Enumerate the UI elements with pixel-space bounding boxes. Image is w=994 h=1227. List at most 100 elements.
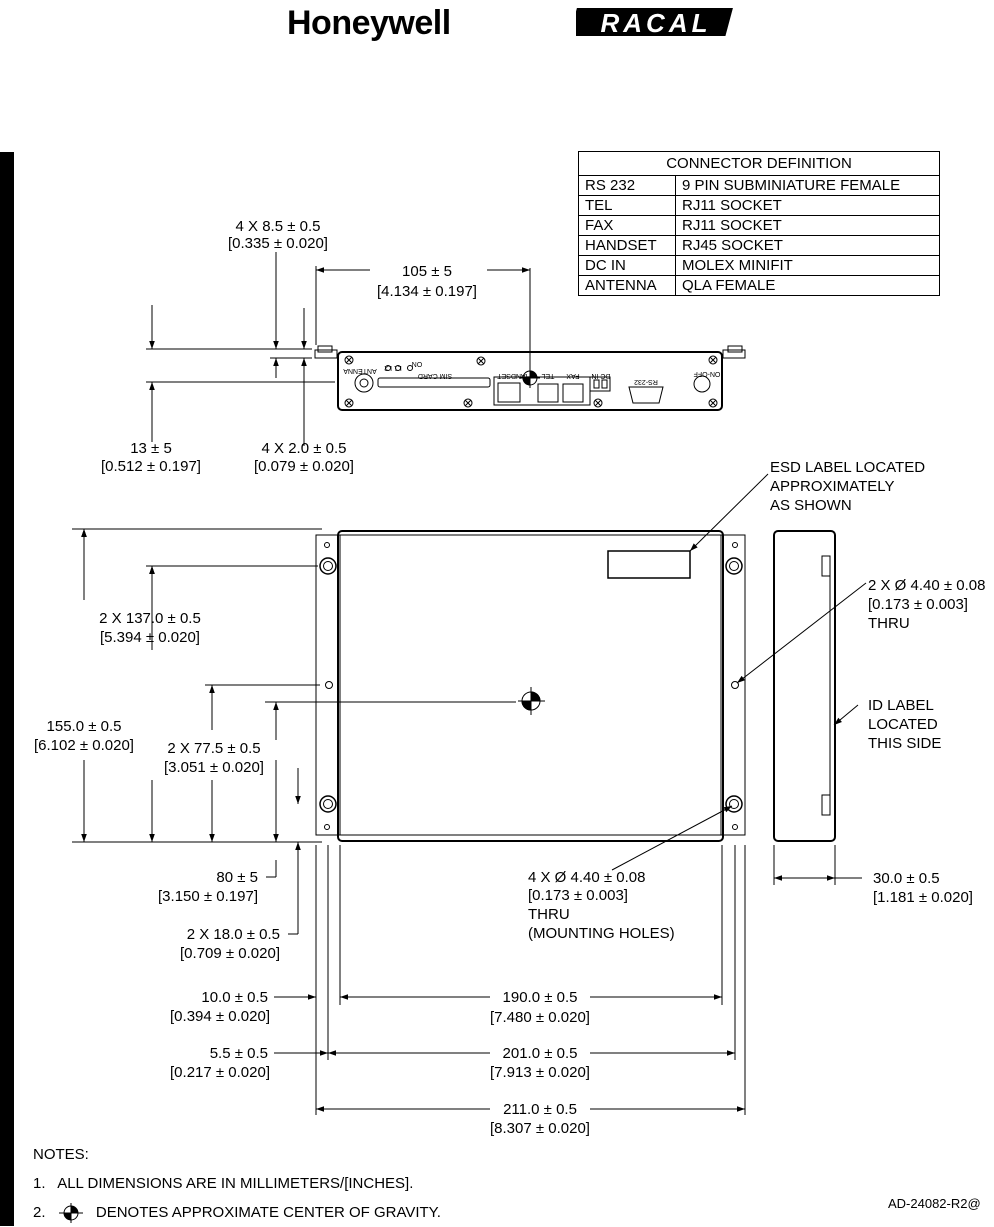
mount-hole-callout-line2: [0.173 ± 0.003] — [528, 887, 628, 904]
panel-label-rs232: RS-232 — [634, 378, 658, 385]
side-bracket-top — [821, 555, 831, 577]
esd-label-area — [607, 550, 691, 579]
dim-hole-width-in: [7.913 ± 0.020] — [490, 1064, 590, 1081]
rs232-connector — [628, 386, 664, 404]
dc-in-connector — [589, 376, 611, 392]
dim-hole-edge-in-plan: [0.709 ± 0.020] — [180, 945, 280, 962]
dim-hole-span-mm: 2 X 137.0 ± 0.5 — [99, 610, 201, 627]
id-label-line2: LOCATED — [868, 716, 938, 733]
dim-hole-width-mm: 201.0 ± 0.5 — [503, 1045, 578, 1062]
panel-label-dc-in: DC IN — [591, 372, 610, 379]
panel-label-handset: HANDSET — [497, 372, 531, 379]
tel-socket — [537, 383, 559, 403]
dim-cg-y-mm: 80 ± 5 — [216, 869, 258, 886]
racal-logo: RACAL — [569, 4, 736, 45]
connector-definition: MOLEX MINIFIT — [675, 255, 940, 276]
center-of-gravity-icon — [58, 1203, 83, 1224]
panel-label-antenna: ANTENNA — [343, 367, 377, 374]
mount-hole-callout-line4: (MOUNTING HOLES) — [528, 925, 675, 942]
note-1-text: ALL DIMENSIONS ARE IN MILLIMETERS/[INCHE… — [57, 1175, 414, 1192]
panel-label-tel: TEL — [541, 372, 554, 379]
sim-card-slot — [377, 377, 491, 388]
id-label-line3: THIS SIDE — [868, 735, 941, 752]
plan-dimension-text: 155.0 ± 0.5 [6.102 ± 0.020] 2 X 137.0 ± … — [34, 610, 973, 1137]
dim-overall-width-mm: 211.0 ± 0.5 — [503, 1101, 577, 1118]
connector-definition: RJ45 SOCKET — [675, 235, 940, 256]
side-hole-callout-line3: THRU — [868, 615, 910, 632]
dim-flange-left-in: [0.394 ± 0.020] — [170, 1008, 270, 1025]
dim-body-width-mm: 190.0 ± 0.5 — [503, 989, 578, 1006]
mount-hole-callout-line1: 4 X Ø 4.40 ± 0.08 — [528, 869, 645, 886]
left-flange-tab — [317, 345, 333, 353]
right-flange-tab — [727, 345, 743, 353]
antenna-connector — [354, 373, 374, 393]
panel-label-on-off: ON-OFF — [694, 370, 721, 377]
dim-half-height-mm: 2 X 77.5 ± 0.5 — [167, 740, 260, 757]
plan-dimension-lines — [72, 473, 867, 1115]
plan-view — [315, 530, 746, 842]
connector-definition: 9 PIN SUBMINIATURE FEMALE — [675, 175, 940, 196]
right-flange — [722, 349, 746, 359]
esd-label-line2: APPROXIMATELY — [770, 478, 894, 495]
led-l2 — [395, 365, 401, 371]
dim-antenna-height-in: [0.512 ± 0.197] — [101, 458, 201, 475]
dim-flange-in: [0.079 ± 0.020] — [254, 458, 354, 475]
page-edge-bar — [0, 152, 14, 1226]
front-dimension-lines — [146, 252, 530, 446]
side-hole-callout-line2: [0.173 ± 0.003] — [868, 596, 968, 613]
fax-socket — [562, 383, 584, 403]
note-1-number: 1. — [33, 1175, 46, 1192]
honeywell-logo: Honeywell — [287, 4, 451, 42]
panel-label-l1-l2: L1 L2 — [384, 364, 402, 371]
dim-depth-mm: 30.0 ± 0.5 — [873, 870, 940, 887]
esd-label-line1: ESD LABEL LOCATED — [770, 459, 925, 476]
dim-hole-edge-mm: 4 X 8.5 ± 0.5 — [236, 218, 321, 235]
front-dimension-text: 4 X 8.5 ± 0.5 [0.335 ± 0.020] 105 ± 5 [4… — [101, 218, 477, 475]
note-2-text: DENOTES APPROXIMATE CENTER OF GRAVITY. — [95, 1204, 441, 1221]
mounting-flange — [315, 534, 746, 836]
dim-flange-mm: 4 X 2.0 ± 0.5 — [262, 440, 347, 457]
notes-heading: NOTES: — [33, 1146, 89, 1163]
connector-definition: QLA FEMALE — [675, 275, 940, 296]
dim-height-in: [6.102 ± 0.020] — [34, 737, 134, 754]
dim-hole-left-in: [0.217 ± 0.020] — [170, 1064, 270, 1081]
mounting-holes — [319, 557, 743, 813]
racal-logo-background — [569, 8, 733, 36]
side-hole-left — [325, 681, 333, 689]
side-hole-callout-line1: 2 X Ø 4.40 ± 0.08 — [868, 577, 985, 594]
id-label-line1: ID LABEL — [868, 697, 934, 714]
led-on — [407, 365, 413, 371]
dim-hole-span-in: [5.394 ± 0.020] — [100, 629, 200, 646]
on-off-switch — [693, 375, 711, 393]
unit-body — [337, 530, 724, 842]
dim-depth-in: [1.181 ± 0.020] — [873, 889, 973, 906]
document-id: AD-24082-R2@ — [888, 1196, 981, 1211]
cg-symbol-plan — [518, 687, 545, 715]
dim-hole-left-mm: 5.5 ± 0.5 — [210, 1045, 268, 1062]
racal-logo-text: RACAL — [601, 8, 712, 38]
connector-name: ANTENNA — [578, 275, 676, 296]
side-body — [773, 530, 836, 842]
side-view — [773, 530, 836, 842]
dim-body-width-in: [7.480 ± 0.020] — [490, 1009, 590, 1026]
cg-symbol-front — [520, 268, 540, 388]
panel-label-sim-card: SIM CARD — [418, 372, 452, 379]
dim-half-height-in: [3.051 ± 0.020] — [164, 759, 264, 776]
dim-hole-edge-mm-plan: 2 X 18.0 ± 0.5 — [187, 926, 280, 943]
dim-antenna-height-mm: 13 ± 5 — [130, 440, 172, 457]
note-2: 2. DENOTES APPROXIMATE CENTER OF GRAVITY… — [33, 1198, 441, 1227]
dim-overall-width-in: [8.307 ± 0.020] — [490, 1120, 590, 1137]
handset-socket — [497, 382, 521, 403]
mount-hole-callout-line3: THRU — [528, 906, 570, 923]
dim-hole-edge-in: [0.335 ± 0.020] — [228, 235, 328, 252]
led-l1 — [385, 365, 391, 371]
dim-height-mm: 155.0 ± 0.5 — [47, 718, 122, 735]
note-1: 1. ALL DIMENSIONS ARE IN MILLIMETERS/[IN… — [33, 1169, 441, 1198]
dim-antenna-offset-mm: 105 ± 5 — [402, 263, 452, 280]
panel-label-on: ON — [412, 360, 423, 367]
